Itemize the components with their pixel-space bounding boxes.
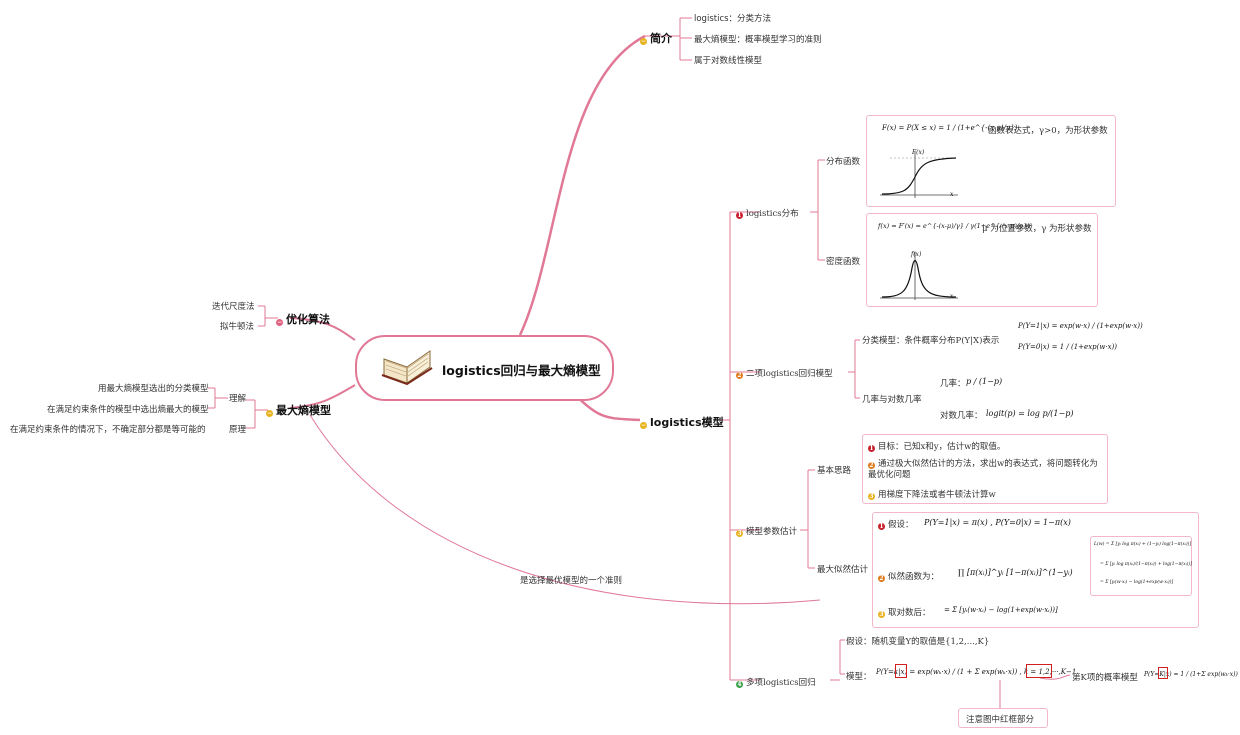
pdf-note: μ 为位置参数，γ 为形状参数: [982, 224, 1092, 234]
logodds-formula: logit(p) = log p/(1−p): [986, 409, 1074, 418]
maxent-principle[interactable]: 原理: [229, 425, 247, 435]
odds-branch[interactable]: 几率与对数几率: [862, 395, 922, 405]
mle-log-after-formula: = Σ [yᵢ(w·xᵢ) − log(1+exp(w·xᵢ))]: [944, 606, 1058, 614]
minus-icon: −: [640, 422, 647, 429]
maxent-link-label: 是选择最优模型的一个准则: [520, 576, 623, 586]
multi-model-label[interactable]: 模型：: [846, 672, 872, 682]
pdf-label[interactable]: 密度函数: [826, 257, 861, 267]
cdf-note: 函数表达式，γ>0，为形状参数: [988, 126, 1108, 136]
optimization-item-2[interactable]: 拟牛顿法: [220, 322, 255, 332]
binary-class-label[interactable]: 分类模型：条件概率分布P(Y|X)表示: [862, 336, 1000, 346]
cdf-axis-label: F(x): [912, 149, 925, 156]
optimization-item-1[interactable]: 迭代尺度法: [212, 302, 255, 312]
number-1-icon: 1: [878, 523, 885, 530]
number-3-icon: 3: [878, 611, 885, 618]
loglik-line-2: = Σ [yᵢ log π(xᵢ)/(1−π(xᵢ)) + log(1−π(xᵢ…: [1100, 562, 1192, 567]
minus-icon: −: [640, 38, 647, 45]
mle-label[interactable]: 最大似然估计: [817, 565, 869, 575]
intro-item-2[interactable]: 最大熵模型：概率模型学习的准则: [694, 35, 822, 45]
number-3-icon: 3: [868, 493, 875, 500]
loglik-box: [1090, 536, 1192, 596]
maxent-branch[interactable]: −最大熵模型: [266, 404, 331, 417]
red-highlight-k-1: [1026, 664, 1052, 678]
red-highlight-k: [895, 664, 907, 678]
logodds-label: 对数几率：: [940, 411, 983, 421]
multi-model-formula: P(Y=k|x) = exp(wₖ·x) / (1 + Σ exp(wₖ·x))…: [876, 668, 1077, 676]
intro-item-1[interactable]: logistics：分类方法: [694, 14, 772, 24]
minus-icon: −: [266, 410, 273, 417]
cdf-formula: F(x) = P(X ≤ x) = 1 / (1+e^{-(x-μ)/γ}): [882, 124, 1018, 132]
basic-idea-label[interactable]: 基本思路: [817, 466, 852, 476]
pdf-x-label: x: [950, 293, 954, 300]
loglik-line-3: = Σ [yᵢ(w·xᵢ) − log(1+exp(w·xᵢ))]: [1100, 580, 1174, 585]
loglik-line-1: L(w) = Σ [yᵢ log π(xᵢ) + (1−yᵢ) log(1−π(…: [1094, 542, 1192, 547]
binary-p0: P(Y=0|x) = 1 / (1+exp(w·x)): [1018, 343, 1117, 351]
multi-note: 注意图中红框部分: [966, 715, 1035, 725]
maxent-item-3[interactable]: 在满足约束条件的情况下，不确定部分都是等可能的: [10, 425, 206, 435]
maxent-item-1[interactable]: 用最大熵模型选出的分类模型: [98, 384, 209, 394]
optimization-branch[interactable]: −优化算法: [276, 313, 330, 326]
number-3-icon: 3: [736, 530, 743, 537]
pdf-plot: [880, 250, 960, 302]
logit-model-branch[interactable]: −logistics模型: [640, 416, 724, 429]
number-2-icon: 2: [868, 462, 875, 469]
multi-note-box: [958, 708, 1048, 728]
odds-formula: p / (1−p): [966, 377, 1003, 386]
multi-kth-label[interactable]: 第K项的概率模型: [1072, 673, 1138, 683]
binary-p1: P(Y=1|x) = exp(w·x) / (1+exp(w·x)): [1018, 322, 1143, 330]
multi-kth-formula: P(Y=K|x) = 1 / (1+Σ exp(wₖ·x)): [1144, 671, 1238, 678]
number-2-icon: 2: [878, 575, 885, 582]
number-1-icon: 1: [868, 445, 875, 452]
cdf-x-label: x: [950, 191, 954, 198]
pdf-formula: f(x) = F′(x) = e^{-(x-μ)/γ} / γ(1+e^{-(x…: [878, 222, 1033, 230]
cdf-plot: [880, 150, 960, 200]
root-title: logistics回归与最大熵模型: [442, 363, 601, 378]
maxent-item-2[interactable]: 在满足约束条件的模型中选出熵最大的模型: [47, 405, 209, 415]
odds-label: 几率：: [940, 379, 966, 389]
pdf-axis-label: f(x): [911, 251, 922, 258]
number-1-icon: 1: [736, 212, 743, 219]
mle-assume-formula: P(Y=1|x) = π(x) , P(Y=0|x) = 1−π(x): [924, 518, 1071, 527]
red-highlight-kth: [1158, 667, 1168, 679]
cdf-label[interactable]: 分布函数: [826, 157, 861, 167]
pdf-box: [866, 213, 1098, 307]
book-icon: [380, 345, 435, 386]
minus-icon: −: [276, 319, 283, 326]
intro-branch[interactable]: −简介: [640, 32, 672, 45]
mle-likelihood-formula: ∏ [π(xᵢ)]^yᵢ [1−π(xᵢ)]^(1−yᵢ): [958, 568, 1073, 577]
multi-assume[interactable]: 假设：随机变量Y的取值是{1,2,...,K}: [846, 637, 990, 647]
intro-item-3[interactable]: 属于对数线性模型: [694, 56, 763, 66]
cdf-box: [866, 115, 1116, 207]
number-4-icon: 4: [736, 681, 743, 688]
number-2-icon: 2: [736, 372, 743, 379]
basic-idea-box: [862, 434, 1108, 504]
maxent-understanding[interactable]: 理解: [229, 394, 247, 404]
